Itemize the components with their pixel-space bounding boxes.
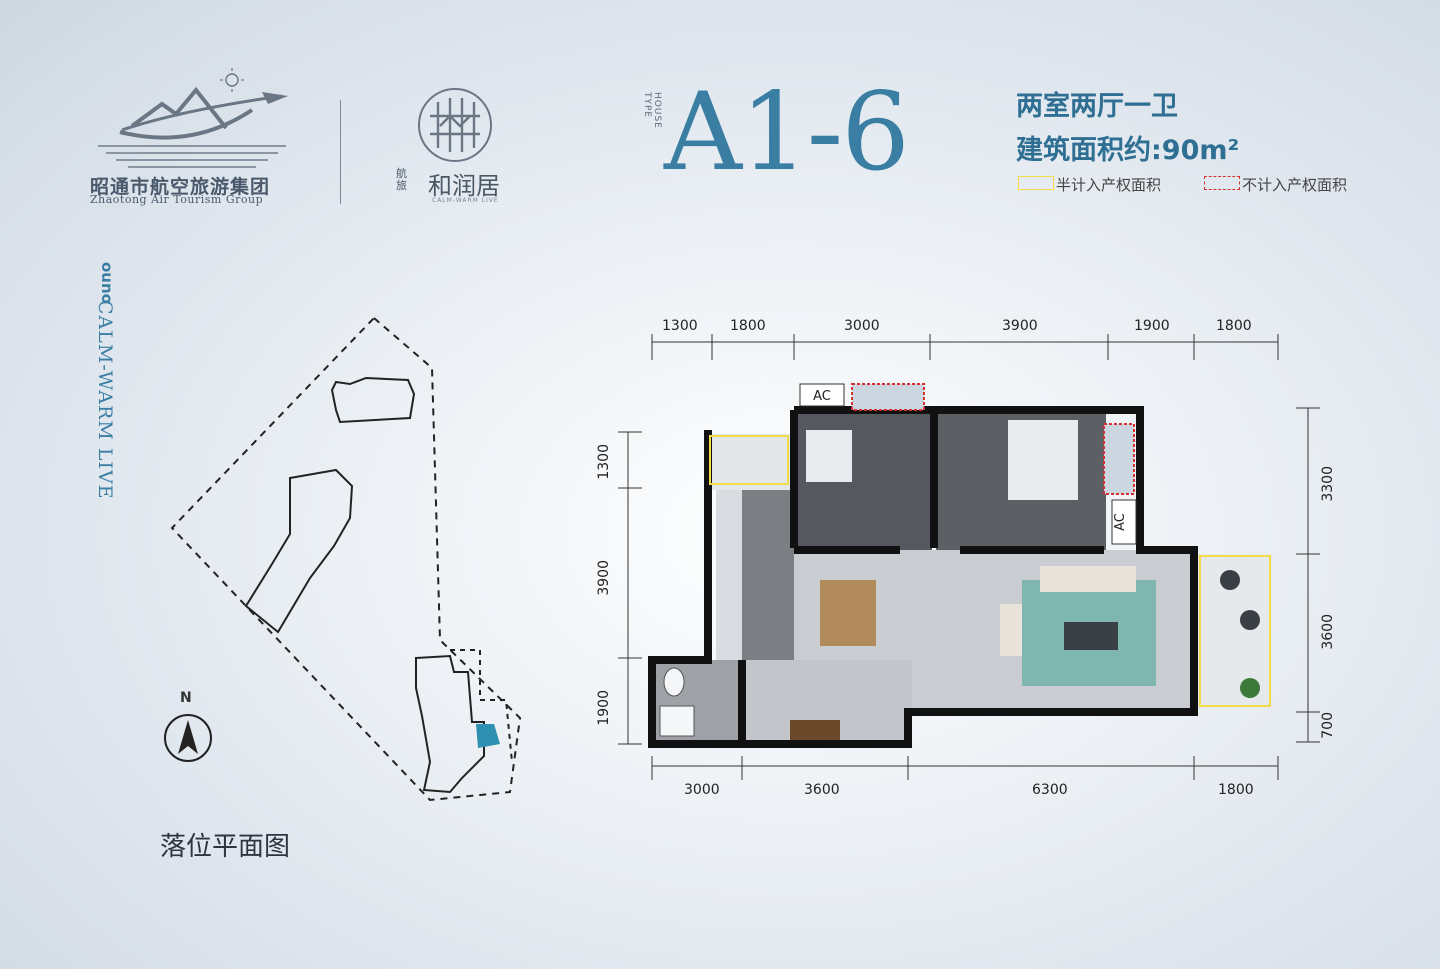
dim-right-3: 700	[1320, 712, 1336, 739]
legend-excluded-area-label: 不计入产权面积	[1242, 176, 1348, 194]
legend-excluded-area-swatch	[1204, 176, 1240, 190]
dim-bottom-3: 6300	[1032, 782, 1068, 798]
layout-description: 两室两厅一卫	[1016, 91, 1178, 122]
company-name-en: Zhaotong Air Tourism Group	[90, 193, 264, 206]
project-side-label: 航旅	[396, 167, 407, 192]
ac-label-2: AC	[1113, 513, 1128, 531]
dim-top-1: 1300	[662, 318, 698, 334]
floor-plan: AC AC	[618, 334, 1320, 780]
legend-half-area-label: 半计入产权面积	[1056, 176, 1162, 194]
north-arrow-icon	[164, 714, 212, 762]
dim-top-5: 1900	[1134, 318, 1170, 334]
floor-area: 建筑面积约:90m²	[1016, 135, 1240, 166]
logo-divider	[340, 100, 341, 204]
legend-half-area-swatch	[1018, 176, 1054, 190]
dim-top-4: 3900	[1002, 318, 1038, 334]
side-brand-en: CALM-WARM LIVE	[94, 300, 116, 500]
dim-top-2: 1800	[730, 318, 766, 334]
dim-left-2: 3900	[596, 560, 612, 596]
dim-right-1: 3300	[1320, 466, 1336, 502]
north-label: N	[180, 690, 192, 706]
project-name: 和润居	[428, 172, 500, 200]
project-emblem-icon	[418, 88, 492, 162]
dim-top-6: 1800	[1216, 318, 1252, 334]
side-brand-word: ouno	[98, 262, 116, 304]
dim-right-2: 3600	[1320, 614, 1336, 650]
dim-top-3: 3000	[844, 318, 880, 334]
dim-bottom-1: 3000	[684, 782, 720, 798]
dim-left-1: 1300	[596, 444, 612, 480]
ac-label-1: AC	[813, 389, 831, 404]
dim-left-3: 1900	[596, 690, 612, 726]
type-code: A1-6	[664, 70, 910, 195]
house-type-label: HOUSE TYPE	[642, 92, 662, 129]
project-name-en: CALM-WARM LIVE	[432, 197, 499, 204]
dim-bottom-4: 1800	[1218, 782, 1254, 798]
dim-bottom-2: 3600	[804, 782, 840, 798]
site-plan-title: 落位平面图	[160, 832, 291, 862]
site-plan-map	[170, 316, 522, 802]
company-name: 昭通市航空旅游集团	[90, 176, 271, 198]
company-logo-mark	[98, 68, 288, 168]
